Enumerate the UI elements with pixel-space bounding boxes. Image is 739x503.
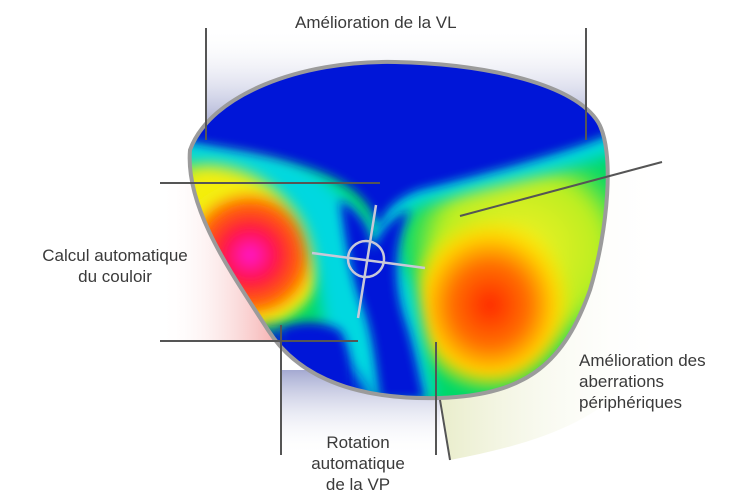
label-left: Calcul automatique du couloir xyxy=(10,245,220,287)
label-bottom-line-3: de la VP xyxy=(325,475,391,494)
label-top-text: Amélioration de la VL xyxy=(295,13,457,32)
leader-right-bottom xyxy=(439,399,451,461)
label-bottom-line-1: Rotation xyxy=(326,433,390,452)
label-bottom-line-2: automatique xyxy=(311,454,405,473)
leader-lines xyxy=(160,28,663,461)
label-left-line-2: du couloir xyxy=(78,267,152,286)
label-right-line-1: Amélioration des xyxy=(579,351,706,370)
fitting-cross xyxy=(311,204,426,319)
label-left-line-1: Calcul automatique xyxy=(42,246,188,265)
label-right-line-3: périphériques xyxy=(579,393,683,412)
right-band xyxy=(440,162,668,460)
leader-right xyxy=(459,161,663,217)
lens-outline xyxy=(187,59,610,401)
label-top: Amélioration de la VL xyxy=(295,12,457,33)
label-bottom: Rotation automatique de la VP xyxy=(298,432,418,495)
label-right: Amélioration des aberrations périphériqu… xyxy=(579,350,737,413)
label-right-line-2: aberrations xyxy=(579,372,665,391)
